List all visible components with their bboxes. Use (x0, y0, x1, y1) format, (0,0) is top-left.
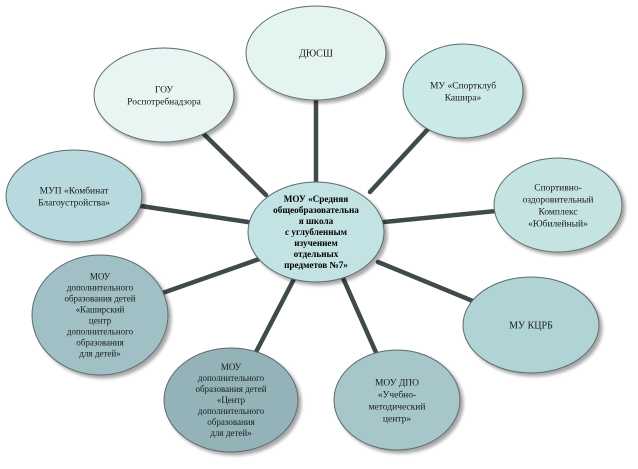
node-ddo: МОУ ДПО«Учебно-методический центр» (333, 349, 461, 451)
node-kashira-dod-label-line: образования (76, 338, 123, 348)
node-complex: Спортивно-оздоровительныйКомплекс«Юбилей… (493, 157, 623, 253)
center-node-label-line: общеобразовательна (273, 205, 359, 215)
node-dyussh-shape (245, 5, 387, 101)
node-dyussh-label-line: ДЮСШ (299, 49, 333, 60)
center-node-label-line: МОУ «Средняя (284, 194, 349, 204)
node-center-dod-label-line: образования детей (195, 384, 266, 394)
node-ddo-label-line: «Учебно- (378, 389, 416, 400)
node-center-dod-label-line: для детей» (210, 428, 251, 438)
node-center-dod-label-line: дополнительного (198, 373, 265, 383)
node-mup-label-line: МУП «Комбинат (40, 185, 110, 196)
node-mup-shape (5, 149, 143, 243)
node-kashira-dod-label-line: для детей» (79, 349, 120, 359)
node-gou-label-line: Роспотребнадзора (127, 96, 201, 107)
node-complex-label-line: Спортивно- (534, 183, 582, 193)
node-center-dod-label-line: дополнительного (198, 406, 265, 416)
node-gou-shape (93, 47, 235, 143)
node-center-dod-label-line: образования (207, 417, 254, 427)
node-complex-shape (493, 157, 623, 253)
node-mup-label-line: Благоустройства» (38, 197, 110, 208)
node-center-dod-label-line: МОУ (221, 362, 242, 372)
node-gou-label-line: ГОУ (155, 85, 174, 95)
node-complex-label-line: Комплекс (538, 207, 577, 217)
center-node-label-line: изучением (294, 238, 338, 248)
node-kashira-dod-label-line: дополнительного (67, 283, 134, 293)
node-complex-label-line: оздоровительный (523, 194, 594, 205)
node-crb: МУ КЦРБ (462, 276, 600, 374)
node-ddo-shape (333, 349, 461, 451)
node-kashira-dod-label-line: «Каширский (76, 305, 125, 315)
node-kashira-dod-label-line: МОУ (90, 272, 111, 282)
center-node-label-line: предметов №7» (284, 260, 348, 270)
center-node-shape (247, 181, 385, 283)
center-node-label-line: отдельных (294, 249, 339, 259)
node-ddo-label-line: центр» (383, 414, 411, 424)
node-ddo-label-line: МОУ ДПО (375, 378, 419, 388)
node-kashira-dod-shape (31, 254, 169, 376)
node-kashira-dod-label-line: образования детей (64, 294, 135, 304)
node-kashira-dod-label-line: центр (89, 316, 112, 326)
node-sportclub-shape (402, 43, 524, 139)
node-ddo-label-line: методический (369, 401, 426, 412)
node-crb-shape (462, 276, 600, 374)
node-crb-label-line: МУ КЦРБ (509, 321, 553, 332)
node-dyussh: ДЮСШ (245, 5, 387, 101)
node-complex-label-line: «Юбилейный» (528, 218, 588, 229)
node-center-dod-shape (163, 347, 299, 453)
center-node-label-line: с углубленным (285, 227, 347, 237)
node-center-dod-label-line: «Центр (217, 395, 246, 405)
node-sportclub-label-line: МУ «Спортклуб (430, 80, 496, 91)
node-kashira-dod-label-line: дополнительного (67, 327, 134, 337)
center-node-label-line: я школа (299, 216, 334, 226)
node-sportclub-label-line: Кашира» (445, 93, 482, 103)
